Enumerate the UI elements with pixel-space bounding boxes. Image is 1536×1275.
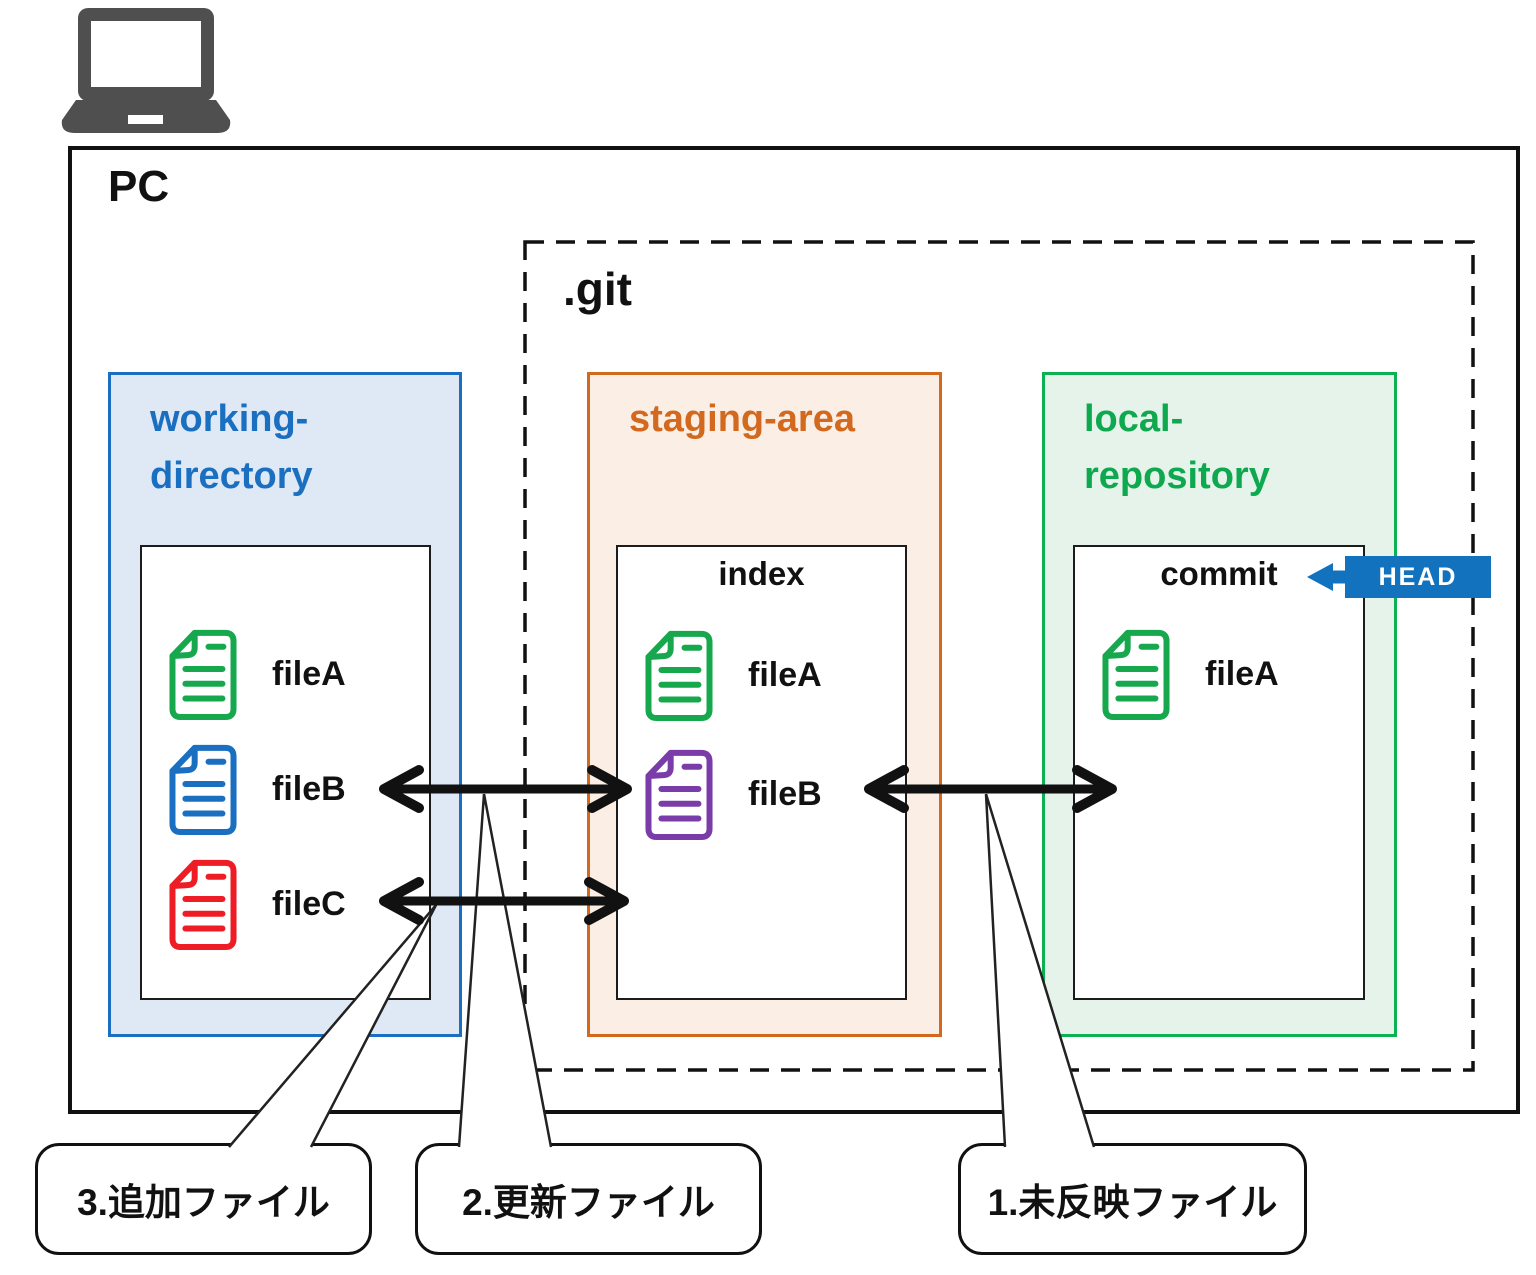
working-directory-panel: working- directory fileA fileB fileC: [108, 372, 462, 1037]
document-icon: [1099, 627, 1173, 722]
callout-updated-files: 2.更新ファイル: [415, 1143, 762, 1255]
working-directory-inner-box: fileA fileB fileC: [140, 545, 431, 1000]
file-name: fileA: [1205, 655, 1279, 693]
local-repository-label-line1: local-: [1084, 398, 1184, 440]
file-row: fileA: [142, 627, 346, 722]
working-directory-label: working- directory: [150, 391, 313, 505]
file-row: fileB: [142, 742, 346, 837]
commit-label: commit: [1160, 555, 1278, 592]
staging-area-label-text: staging-area: [629, 398, 855, 440]
document-icon: [642, 747, 716, 842]
index-box: index fileA fileB: [616, 545, 907, 1000]
file-name: fileA: [748, 656, 822, 694]
callout-unreflected-files: 1.未反映ファイル: [958, 1143, 1307, 1255]
file-name: fileC: [272, 885, 346, 923]
document-icon: [166, 627, 240, 722]
local-repository-panel: local- repository commit fileA: [1042, 372, 1397, 1037]
working-directory-label-line1: working-: [150, 398, 309, 440]
working-directory-label-line2: directory: [150, 455, 313, 497]
staging-area-panel: staging-area index fileA fileB: [587, 372, 942, 1037]
file-name: fileB: [748, 775, 822, 813]
local-repository-label: local- repository: [1084, 391, 1270, 505]
file-row: fileA: [1075, 627, 1279, 722]
file-row: fileB: [618, 747, 822, 842]
commit-box: commit fileA: [1073, 545, 1365, 1000]
git-label: .git: [563, 263, 632, 315]
laptop-icon: [61, 8, 231, 133]
document-icon: [166, 857, 240, 952]
staging-area-label: staging-area: [629, 391, 855, 448]
file-name: fileA: [272, 655, 346, 693]
head-badge: HEAD: [1345, 556, 1491, 598]
file-row: fileA: [618, 628, 822, 723]
local-repository-label-line2: repository: [1084, 455, 1270, 497]
file-name: fileB: [272, 770, 346, 808]
document-icon: [642, 628, 716, 723]
file-row: fileC: [142, 857, 346, 952]
index-label: index: [718, 555, 805, 592]
document-icon: [166, 742, 240, 837]
callout-added-files: 3.追加ファイル: [35, 1143, 372, 1255]
pc-label: PC: [108, 162, 170, 211]
